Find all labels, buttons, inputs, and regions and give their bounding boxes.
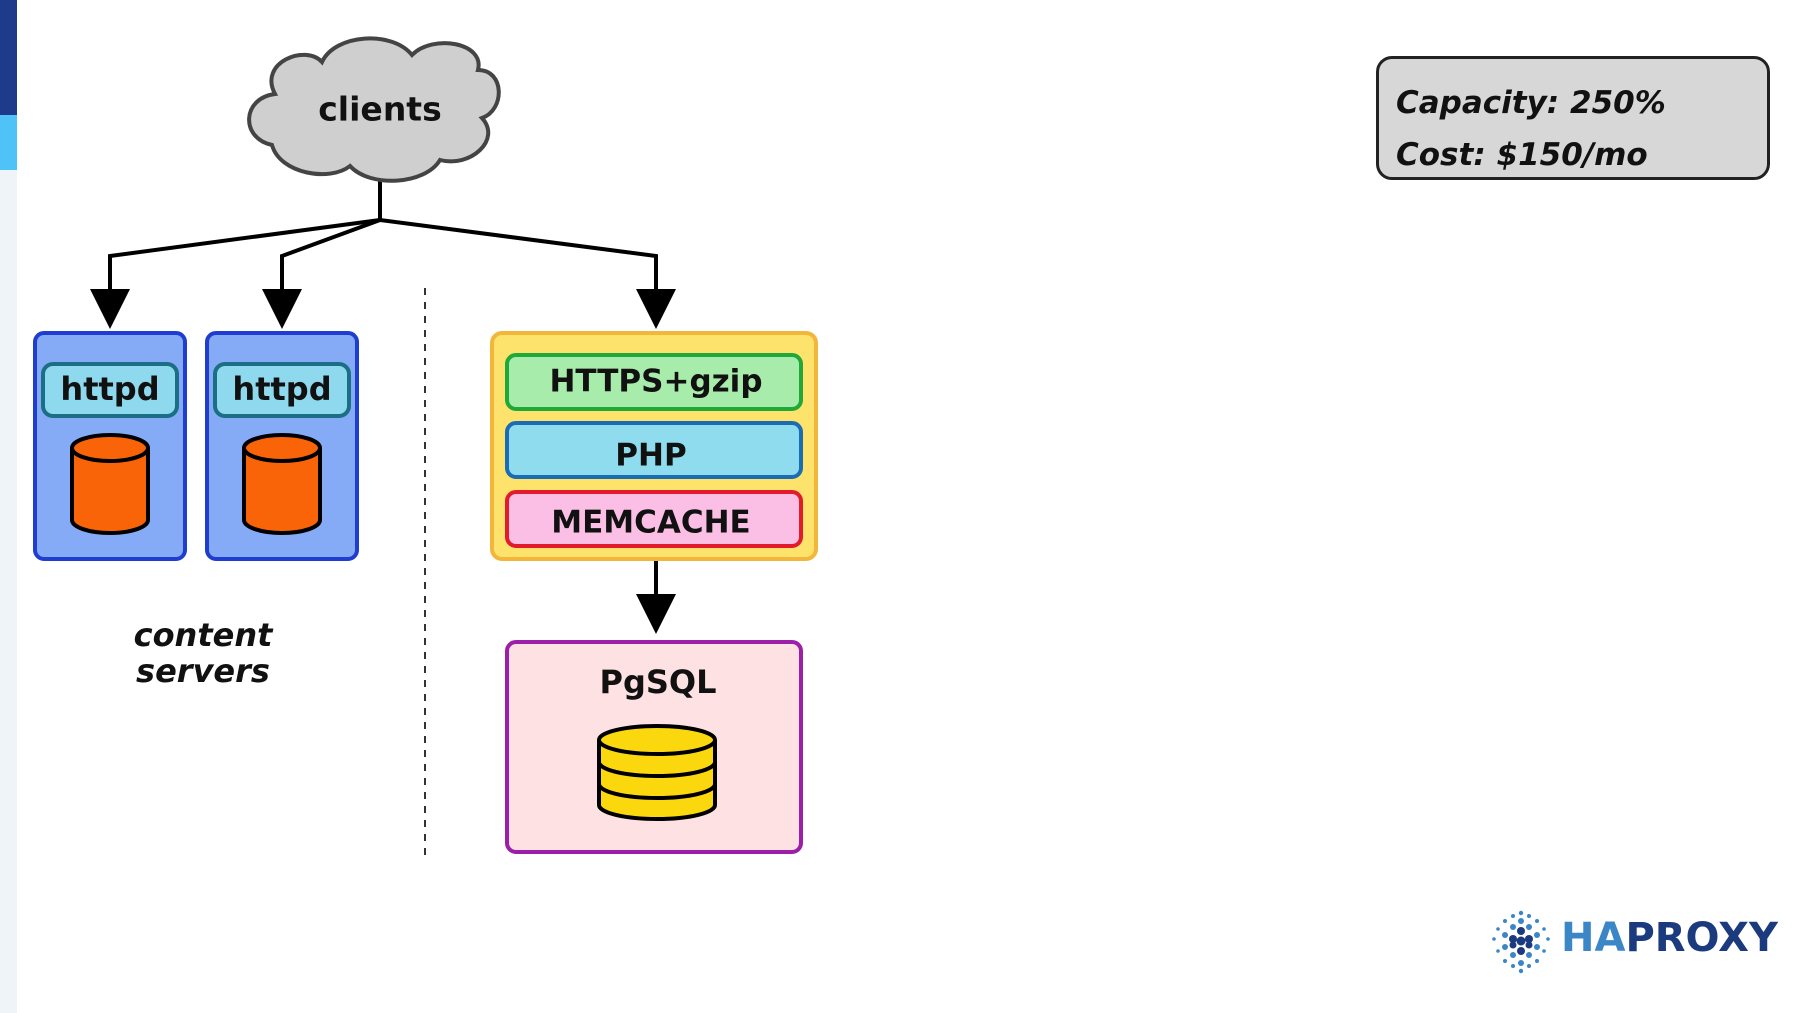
- left-edge-accent-dark: [0, 0, 17, 115]
- haproxy-logo: HAPROXY: [1486, 905, 1778, 977]
- httpd-label: httpd: [60, 370, 159, 408]
- connectors: [90, 178, 676, 634]
- httpd-label: httpd: [232, 370, 331, 408]
- httpd-label-box: [41, 362, 179, 418]
- memcache-layer: [505, 490, 803, 548]
- pgsql-server: PgSQL: [505, 640, 803, 854]
- logo-text-proxy: PROXY: [1625, 915, 1778, 961]
- httpd-label-box: [213, 362, 351, 418]
- database-stack-icon: [597, 724, 717, 821]
- capacity-cost-box: Capacity: 250% Cost: $150/mo: [1376, 56, 1770, 180]
- arrow-clients-to-httpd-1: [90, 178, 382, 329]
- capacity-text: Capacity: 250%: [1396, 85, 1666, 121]
- haproxy-logo-text: HAPROXY: [1561, 915, 1778, 961]
- application-server: HTTPS+gzip PHP MEMCACHE: [490, 331, 818, 561]
- logo-text-ha: HA: [1561, 915, 1626, 961]
- php-layer: [505, 421, 803, 479]
- memcache-label: MEMCACHE: [551, 505, 751, 541]
- php-label: PHP: [615, 438, 686, 474]
- content-server-2: httpd: [205, 331, 359, 561]
- pgsql-label: PgSQL: [600, 663, 717, 701]
- content-servers-caption-line1: content: [134, 616, 275, 654]
- content-server-1: httpd: [33, 331, 187, 561]
- content-servers-caption-line2: servers: [136, 652, 270, 690]
- cloud-icon: [247, 36, 501, 183]
- left-edge-accent-light: [0, 115, 17, 170]
- left-edge-strip: [0, 0, 17, 1013]
- https-gzip-label: HTTPS+gzip: [549, 364, 762, 400]
- haproxy-logo-icon: [1492, 910, 1550, 974]
- arrow-clients-to-httpd-2: [262, 218, 381, 329]
- cost-text: Cost: $150/mo: [1396, 137, 1648, 173]
- clients-cloud: clients: [247, 36, 501, 183]
- arrow-clients-to-app: [379, 218, 676, 329]
- clients-label: clients: [318, 90, 441, 129]
- https-gzip-layer: [505, 353, 803, 411]
- storage-cylinder-icon: [242, 433, 322, 535]
- storage-cylinder-icon: [70, 433, 150, 535]
